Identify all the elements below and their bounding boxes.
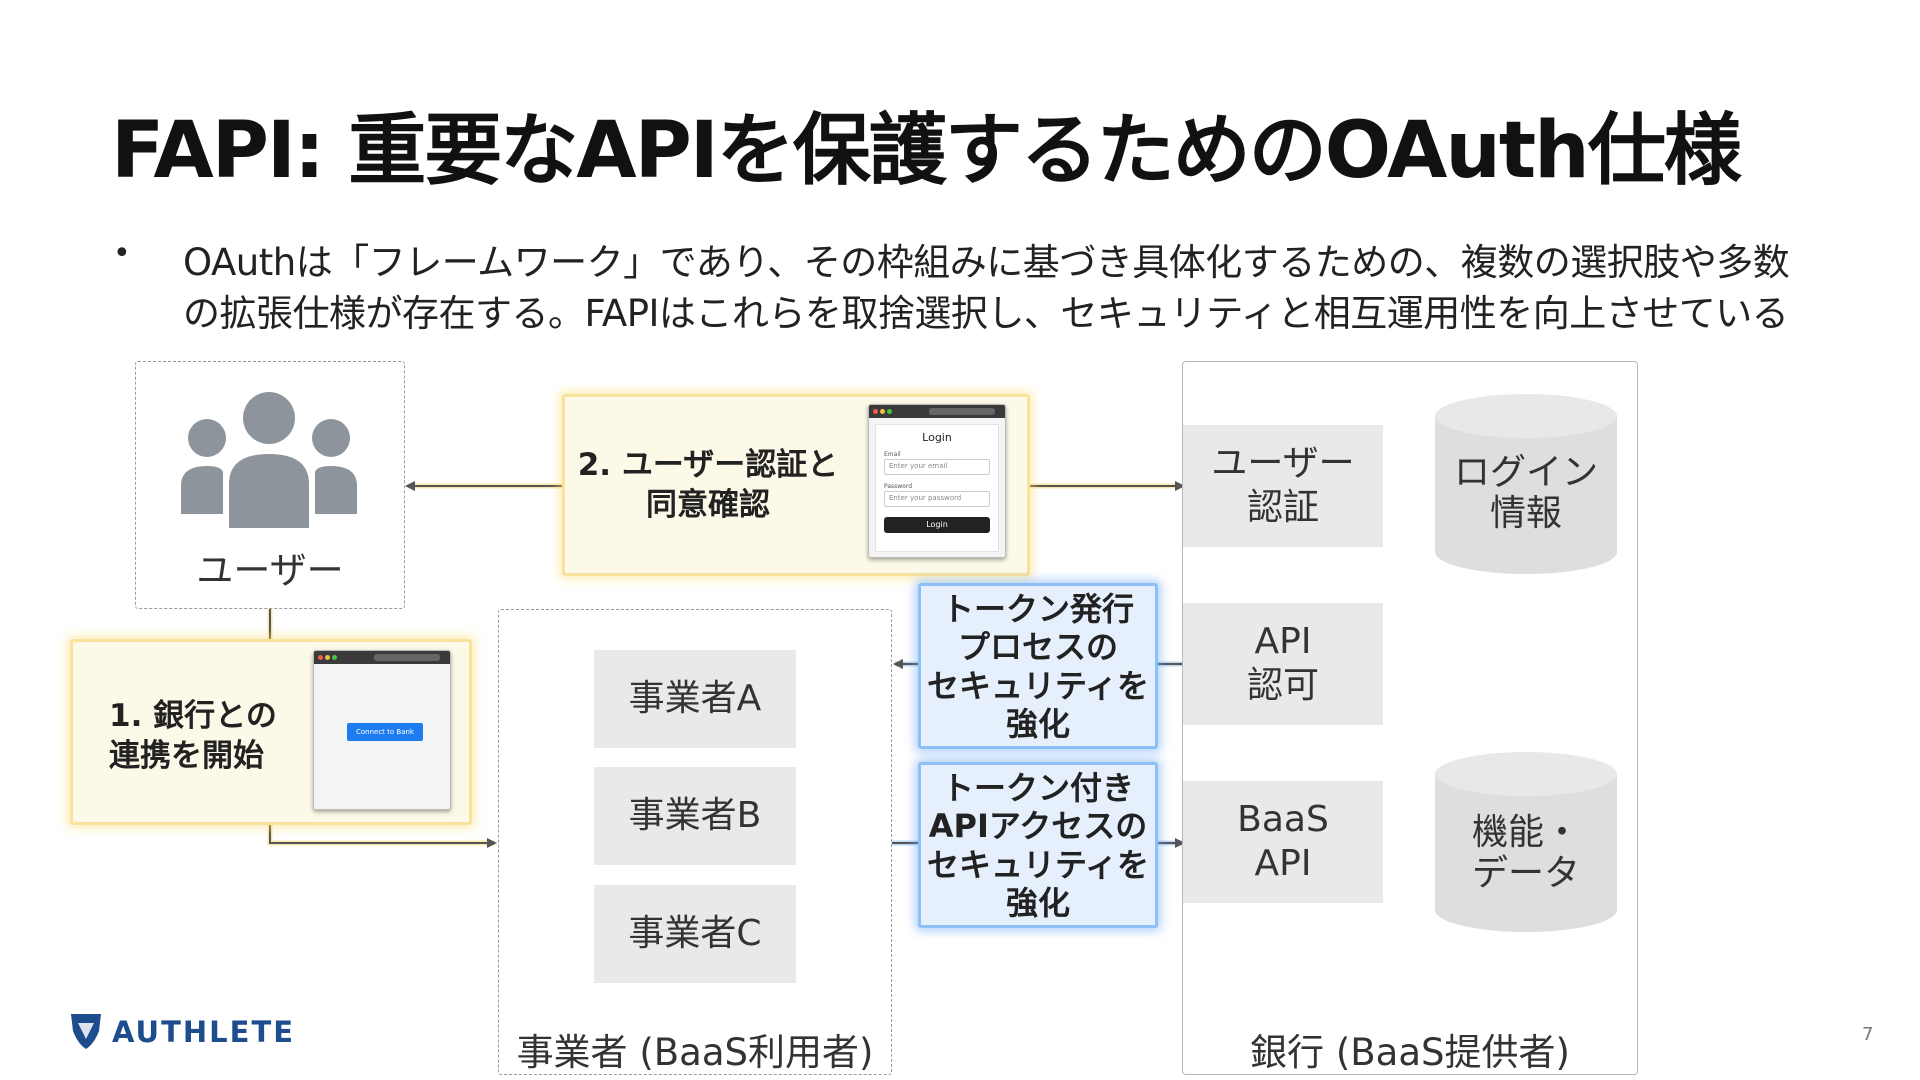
page-number: 7 [1862,1024,1874,1045]
token-issue-line4: 強化 [1005,705,1070,744]
login-screen-mock: Login Email Enter your email Password En… [868,404,1006,558]
password-field[interactable]: Enter your password [884,491,990,507]
baas-api-line1: BaaS [1237,799,1329,841]
baas-api-line2: API [1254,843,1312,884]
database-icon [1435,394,1617,574]
token-issue-line1: トークン発行 [941,590,1134,628]
step2-label-line2: 同意確認 [646,487,770,524]
connect-screen-mock: Connect to Bank [313,650,451,810]
operator-a: 事業者A [594,650,796,748]
login-info-line1: ログイン [1453,452,1598,493]
users-icon [181,392,357,528]
login-info-label: ログイン 情報 [1435,452,1617,535]
logo-text: AUTHLETE [112,1015,296,1049]
authlete-logo: AUTHLETE [68,1011,298,1053]
login-info-store: ログイン 情報 [1435,394,1617,574]
password-label: Password [884,483,913,490]
features-label: 機能・ データ [1435,812,1617,895]
step1-label: 1. 銀行との 連携を開始 [109,696,309,777]
login-button[interactable]: Login [884,517,990,533]
operator-group: 事業者A 事業者B 事業者C 事業者 (BaaS利用者) [498,609,892,1075]
token-access-line1: トークン付き [941,769,1134,807]
token-access-line2: APIアクセスの [928,807,1148,846]
email-label: Email [884,451,901,458]
browser-bar [869,405,1005,418]
user-auth-line2: 認証 [1246,487,1319,528]
step2-label: 2. ユーザー認証と 同意確認 [573,445,843,526]
authlete-logo-icon [71,1014,101,1049]
bullet-line-1: OAuthは「フレームワーク」であり、その枠組みに基づき具体化するための、複数の… [183,241,1790,284]
token-issue-label: トークン発行 プロセスの セキュリティを 強化 [921,590,1155,744]
token-issue-line3: セキュリティを [926,666,1150,705]
slide-title: FAPI: 重要なAPIを保護するためのOAuth仕様 [111,106,1742,196]
bank-group-caption: 銀行 (BaaS提供者) [1250,1031,1570,1074]
step1-highlight: 1. 銀行との 連携を開始 Connect to Bank [70,639,472,825]
step1-label-line2: 連携を開始 [109,738,264,775]
bullet-marker: • [113,236,131,271]
bullet-line-2: の拡張仕様が存在する。FAPIはこれらを取捨選択し、セキュリティと相互運用性を向… [183,292,1789,335]
login-heading: Login [922,431,952,444]
operator-c: 事業者C [594,885,796,983]
step1-label-line1: 1. 銀行との [109,698,277,734]
connect-to-bank-button[interactable]: Connect to Bank [347,723,423,741]
token-access-label: トークン付き APIアクセスの セキュリティを 強化 [921,769,1155,923]
api-authz-line2: 認可 [1246,665,1319,706]
database-icon [1435,752,1617,932]
token-access-line3: セキュリティを [926,845,1150,884]
step2-label-line1: 2. ユーザー認証と [577,447,839,483]
operator-group-caption: 事業者 (BaaS利用者) [516,1031,874,1074]
operator-b: 事業者B [594,767,796,865]
user-box: ユーザー [135,361,405,609]
login-info-line2: 情報 [1489,493,1562,535]
api-authz-line1: API [1254,621,1312,663]
step2-highlight: 2. ユーザー認証と 同意確認 Login Email Enter your e… [562,394,1030,576]
features-store: 機能・ データ [1435,752,1617,932]
user-auth-box: ユーザー認証 [1183,425,1383,547]
user-label: ユーザー [196,549,344,592]
email-field[interactable]: Enter your email [884,459,990,475]
token-issue-line2: プロセスの [957,628,1118,667]
features-line2: データ [1471,853,1580,895]
features-line1: 機能・ [1471,812,1580,853]
token-issue-highlight: トークン発行 プロセスの セキュリティを 強化 [918,583,1158,749]
browser-bar [314,651,450,664]
user-auth-line1: ユーザー [1211,443,1355,485]
token-access-highlight: トークン付き APIアクセスの セキュリティを 強化 [918,762,1158,928]
token-access-line4: 強化 [1005,884,1070,923]
